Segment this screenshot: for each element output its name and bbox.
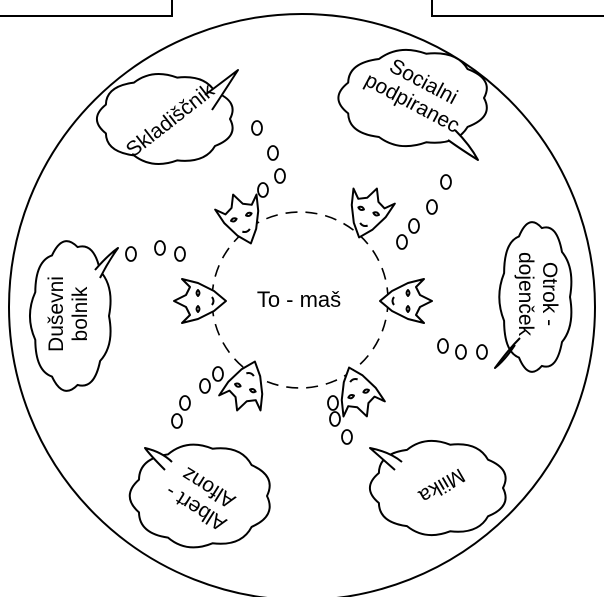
mask-icon [379,278,433,324]
thought-bubble [95,69,239,165]
thought-bubble [28,240,119,392]
trail-dot [440,174,452,190]
thought-bubble [337,48,488,161]
thought-bubble [368,439,507,537]
role-label-line: Otrok - [538,262,561,326]
trail-dot [257,182,269,198]
top-frame-right [431,0,604,17]
trail-dot [212,366,224,382]
trail-dot [476,344,488,360]
trail-dot [179,395,191,411]
center-label: To - maš [257,287,341,312]
mask-icon [218,360,264,412]
trail-dot [174,246,186,262]
trail-dot [267,145,279,161]
role-label-line: Duševni [45,276,68,352]
trail-dot [171,413,183,429]
trail-dot [341,429,353,445]
top-frame-left [0,0,173,17]
mask-icon [214,193,260,245]
thought-bubble [494,221,573,373]
trail-dot [274,168,286,184]
mask-icon [340,366,386,418]
trail-dot [408,218,420,234]
trail-dot [426,199,438,215]
trail-dot [329,411,341,427]
trail-dot [437,338,449,354]
role-label-line: bolnik [69,286,92,341]
thought-bubble [128,443,271,549]
role-label-line: dojenček [514,252,537,337]
trail-dot [251,120,263,136]
trail-dot [327,395,339,411]
mask-icon [350,187,396,239]
mask-icon [173,278,227,324]
trail-dot [396,234,408,250]
trail-dot [455,344,467,360]
trail-dot [125,246,137,262]
trail-dot [199,378,211,394]
trail-dot [154,240,166,256]
role-label-otrok-dojencek: Otrok -dojenček [514,252,561,337]
